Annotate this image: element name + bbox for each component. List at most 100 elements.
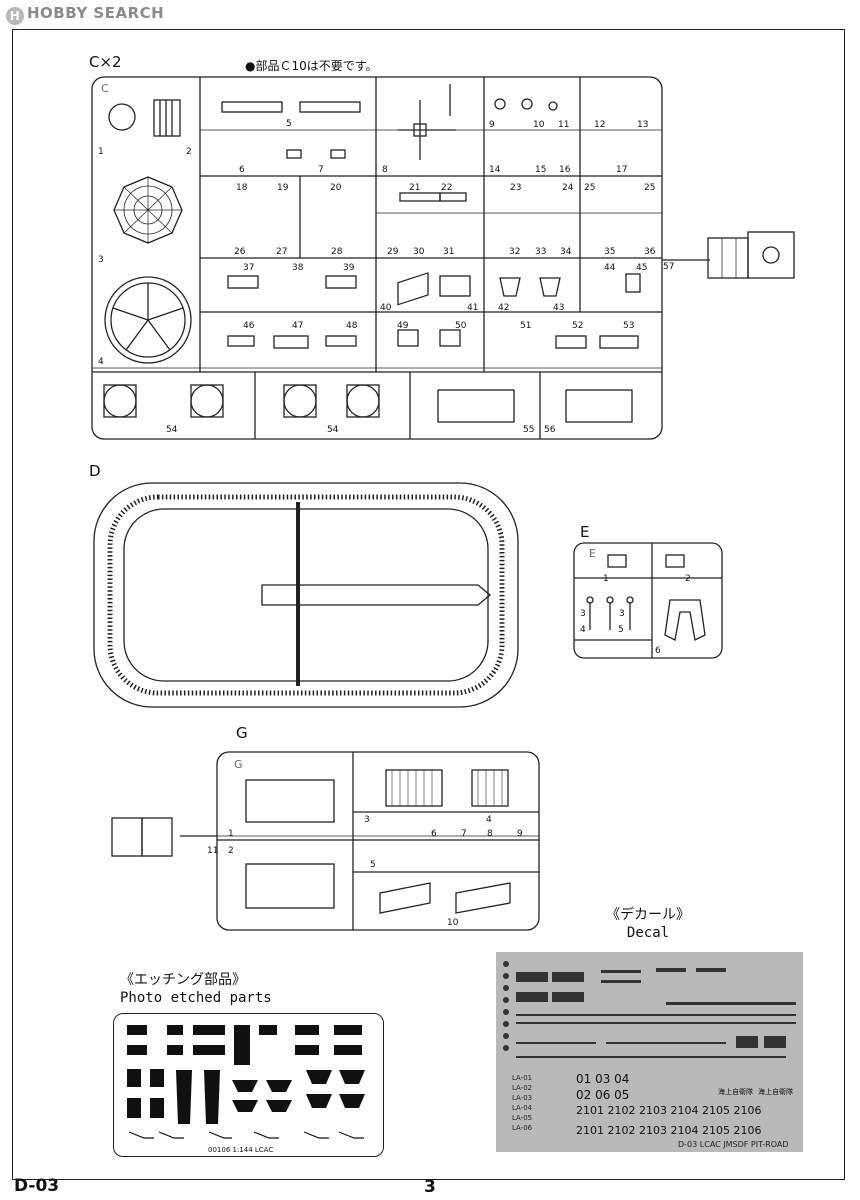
svg-text:44: 44 [604,263,616,273]
etched-plate-text: 00106 1:144 LCAC [208,1146,273,1154]
sprue-c-title: C×2 [89,53,122,71]
svg-text:9: 9 [517,829,523,839]
svg-text:41: 41 [467,303,478,313]
svg-text:1: 1 [228,829,234,839]
svg-text:4: 4 [486,815,492,825]
svg-text:42: 42 [498,303,509,313]
svg-text:19: 19 [277,183,289,193]
decal-la-02: LA-02 [512,1084,532,1092]
decal-jp-label-1: 海上自衛隊 [718,1087,753,1096]
svg-text:8: 8 [382,165,388,175]
svg-text:45: 45 [636,263,647,273]
decal-la-03: LA-03 [512,1094,532,1102]
svg-text:17: 17 [616,165,627,175]
decal-bottom-text: D-03 LCAC JMSDF PIT-ROAD [678,1140,789,1149]
sprue-c-note: ●部品Ｃ10は不要です。 [245,59,378,73]
decal-sheet: LA-01 LA-02 LA-03 LA-04 LA-05 LA-06 01 0… [496,952,803,1152]
svg-text:16: 16 [559,165,571,175]
sprue-d-title: D [89,462,101,480]
svg-text:52: 52 [572,321,583,331]
svg-text:49: 49 [397,321,409,331]
etched-title-en: Photo etched parts [120,990,272,1006]
decal-num-row-1: 01 03 04 [576,1072,629,1086]
svg-text:3: 3 [364,815,370,825]
decal-la-04: LA-04 [512,1104,533,1112]
decal-title-jp: 《デカール》 [606,907,690,923]
svg-text:2: 2 [685,574,691,584]
svg-text:G: G [234,758,243,771]
svg-text:36: 36 [644,247,656,257]
svg-text:24: 24 [562,183,574,193]
svg-text:9: 9 [489,120,495,130]
etched-title-jp: 《エッチング部品》 [120,972,246,988]
svg-text:25: 25 [584,183,595,193]
svg-text:3: 3 [580,609,586,619]
decal-hull-row-1: 2101 2102 2103 2104 2105 2106 [576,1104,761,1117]
svg-text:2: 2 [228,846,234,856]
svg-text:34: 34 [560,247,572,257]
decal-la-05: LA-05 [512,1114,532,1122]
svg-text:48: 48 [346,321,358,331]
svg-text:13: 13 [637,120,648,130]
svg-text:50: 50 [455,321,467,331]
svg-text:28: 28 [331,247,343,257]
svg-text:3: 3 [619,609,625,619]
page-frame [12,29,845,1180]
svg-text:14: 14 [489,165,501,175]
svg-text:25: 25 [644,183,655,193]
svg-text:8: 8 [487,829,493,839]
svg-text:46: 46 [243,321,255,331]
etched-parts-plate: 00106 1:144 LCAC [113,1013,384,1157]
svg-text:3: 3 [98,255,104,265]
decal-la-06: LA-06 [512,1124,533,1132]
svg-text:1: 1 [603,574,609,584]
svg-text:37: 37 [243,263,254,273]
svg-text:40: 40 [380,303,392,313]
svg-text:6: 6 [431,829,437,839]
svg-text:1: 1 [98,147,104,157]
svg-text:43: 43 [553,303,564,313]
svg-text:56: 56 [544,425,556,435]
svg-text:35: 35 [604,247,615,257]
svg-text:10: 10 [533,120,545,130]
svg-text:6: 6 [655,646,661,656]
svg-text:26: 26 [234,247,246,257]
svg-text:30: 30 [413,247,425,257]
decal-hull-row-2: 2101 2102 2103 2104 2105 2106 [576,1124,761,1137]
decal-jp-label-2: 海上自衛隊 [758,1087,793,1096]
svg-text:53: 53 [623,321,634,331]
page-number: 3 [424,1177,436,1197]
svg-text:7: 7 [318,165,324,175]
svg-text:22: 22 [441,183,452,193]
decal-sheet-drawing: LA-01 LA-02 LA-03 LA-04 LA-05 LA-06 01 0… [503,961,796,1149]
svg-text:E: E [589,547,596,560]
svg-text:11: 11 [558,120,569,130]
svg-text:5: 5 [618,625,624,635]
svg-text:12: 12 [594,120,605,130]
footer-code: D-03 [14,1176,60,1196]
svg-text:54: 54 [166,425,178,435]
svg-text:32: 32 [509,247,520,257]
svg-text:31: 31 [443,247,454,257]
svg-text:15: 15 [535,165,546,175]
svg-text:51: 51 [520,321,531,331]
svg-text:C: C [101,82,109,95]
svg-text:6: 6 [239,165,245,175]
decal-title-en: Decal [626,925,670,941]
svg-text:38: 38 [292,263,304,273]
sprue-e-title: E [580,523,590,541]
logo-mark: H [6,7,24,25]
svg-text:29: 29 [387,247,399,257]
decal-la-01: LA-01 [512,1074,532,1082]
svg-text:20: 20 [330,183,342,193]
sprue-g-title: G [236,724,248,742]
svg-text:54: 54 [327,425,339,435]
svg-text:55: 55 [523,425,534,435]
svg-text:23: 23 [510,183,521,193]
svg-text:5: 5 [286,119,292,129]
svg-text:4: 4 [98,357,104,367]
svg-text:2: 2 [186,147,192,157]
svg-text:21: 21 [409,183,420,193]
